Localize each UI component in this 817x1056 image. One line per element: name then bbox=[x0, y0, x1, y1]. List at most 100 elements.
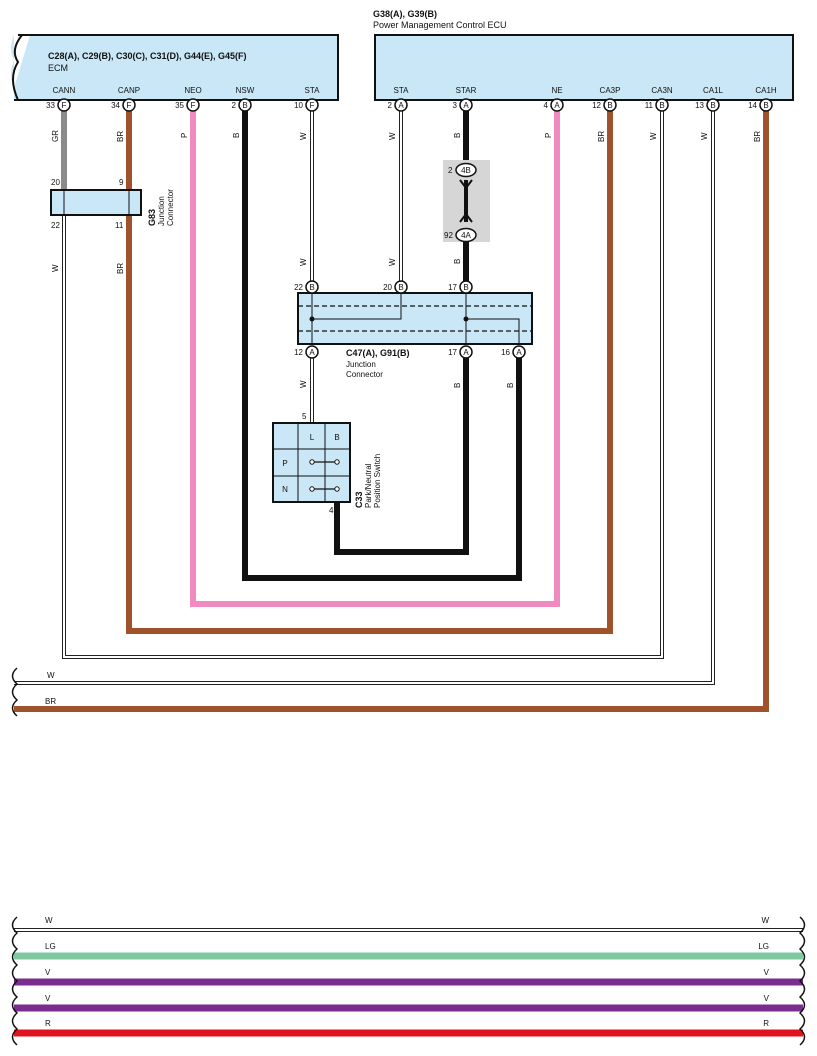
label-p-neo: P bbox=[180, 133, 189, 138]
bus-label-right: V bbox=[764, 994, 770, 1003]
c47-top-pin: 22 bbox=[294, 283, 303, 292]
pmecu-terminal-pin: 2 bbox=[388, 101, 393, 110]
c47-line1: Junction bbox=[346, 360, 376, 369]
wire-nsw-b bbox=[242, 110, 522, 581]
c47-bottom-pin: 12 bbox=[294, 348, 303, 357]
ecm-title: C28(A), C29(B), C30(C), C31(D), G44(E), … bbox=[48, 51, 247, 61]
inline-bottom-pin: 92 bbox=[444, 231, 453, 240]
pmecu-terminal-pin: 3 bbox=[453, 101, 458, 110]
bus-label-right: R bbox=[763, 1019, 769, 1028]
ecm-terminal-pin: 34 bbox=[111, 101, 120, 110]
c47-bottom-conn: A bbox=[516, 348, 522, 357]
c33-col-b: B bbox=[334, 433, 339, 442]
c33-line2: Position Switch bbox=[373, 454, 382, 508]
pmecu-terminal-label: STAR bbox=[456, 86, 477, 95]
ecm-terminal-label: CANN bbox=[53, 86, 76, 95]
label-gr: GR bbox=[51, 130, 60, 142]
c33-pin-top: 5 bbox=[302, 412, 307, 421]
bus-break-left bbox=[11, 916, 19, 1046]
label-b-nsw: B bbox=[232, 133, 241, 138]
label-b-c47-17: B bbox=[453, 259, 462, 264]
label-br-g83: BR bbox=[116, 263, 125, 274]
label-br-ca1h: BR bbox=[753, 131, 762, 142]
c33-line1: Park/Neutral bbox=[364, 463, 373, 508]
bus-label-right: LG bbox=[758, 942, 769, 951]
inline-top-conn: 4B bbox=[461, 166, 471, 175]
pmecu-terminal-conn: B bbox=[659, 101, 664, 110]
c33-switch: L B P N 5 4 C33 Park/Neutral Position Sw… bbox=[272, 412, 382, 515]
c47-bottom-conn: A bbox=[309, 348, 315, 357]
wire-c47-c33-b bbox=[334, 352, 469, 555]
ecm-box: C28(A), C29(B), C30(C), C31(D), G44(E), … bbox=[11, 34, 339, 101]
ecm-terminal-pin: 2 bbox=[232, 101, 237, 110]
ecm-terminal-pin: 35 bbox=[175, 101, 184, 110]
label-w-c47-12: W bbox=[299, 380, 308, 388]
pmecu-box: G38(A), G39(B) Power Management Control … bbox=[373, 9, 794, 101]
pmecu-terminal-conn: A bbox=[554, 101, 560, 110]
c47-top-conn: B bbox=[463, 283, 468, 292]
label-b-c47-17a: B bbox=[453, 383, 462, 388]
ecm-terminal-conn: B bbox=[242, 101, 247, 110]
c47-top-conn: B bbox=[398, 283, 403, 292]
ecm-terminal-pin: 33 bbox=[46, 101, 55, 110]
ecm-terminal-label: STA bbox=[305, 86, 321, 95]
pmecu-terminal-label: NE bbox=[551, 86, 562, 95]
ecm-terminal-conn: F bbox=[310, 101, 315, 110]
pmecu-terminal-pin: 13 bbox=[695, 101, 704, 110]
bus-label-left: W bbox=[45, 916, 53, 925]
bus-label-left: V bbox=[45, 994, 51, 1003]
pmecu-terminal-pin: 4 bbox=[544, 101, 549, 110]
g83-pin-tl: 20 bbox=[51, 178, 60, 187]
c47-top-conn: B bbox=[309, 283, 314, 292]
ecm-terminal-pin: 10 bbox=[294, 101, 303, 110]
g83-pin-bl: 22 bbox=[51, 221, 60, 230]
c47-line2: Connector bbox=[346, 370, 383, 379]
pmecu-terminal-label: CA3N bbox=[651, 86, 673, 95]
pmecu-name: Power Management Control ECU bbox=[373, 20, 507, 30]
pmecu-terminal-conn: B bbox=[763, 101, 768, 110]
wire-ca1h-br bbox=[14, 110, 769, 712]
label-br-canp: BR bbox=[116, 131, 125, 142]
label-p-ne: P bbox=[544, 133, 553, 138]
pmecu-terminal-pin: 11 bbox=[645, 101, 654, 110]
label-w-g83: W bbox=[51, 264, 60, 272]
ecm-name: ECM bbox=[48, 63, 68, 73]
label-w-c47-22: W bbox=[299, 258, 308, 266]
pmecu-terminal-label: CA1L bbox=[703, 86, 724, 95]
wire-breaks bbox=[11, 667, 19, 717]
bus-label-right: V bbox=[764, 968, 770, 977]
pmecu-terminal-conn: A bbox=[398, 101, 404, 110]
c33-row-p: P bbox=[282, 459, 287, 468]
label-w-long: W bbox=[47, 671, 55, 680]
pmecu-terminal-label: CA1H bbox=[755, 86, 777, 95]
pmecu-terminal-pin: 14 bbox=[748, 101, 757, 110]
label-w-c47-20: W bbox=[388, 258, 397, 266]
pmecu-terminal-conn: B bbox=[607, 101, 612, 110]
ecm-terminal-conn: F bbox=[127, 101, 132, 110]
c33-id: C33 bbox=[354, 491, 364, 508]
pmecu-terminal-conn: B bbox=[710, 101, 715, 110]
ecm-terminal-label: NSW bbox=[236, 86, 255, 95]
inline-top-pin: 2 bbox=[448, 166, 453, 175]
label-w-ca1l: W bbox=[700, 132, 709, 140]
wire-color-labels: GR BR P B W W B P BR W W BR W BR W W B W… bbox=[45, 130, 762, 706]
pmecu-terminal-conn: A bbox=[463, 101, 469, 110]
inline-bottom-conn: 4A bbox=[461, 231, 471, 240]
c47-bottom-conn: A bbox=[463, 348, 469, 357]
c47-id: C47(A), G91(B) bbox=[346, 348, 410, 358]
wire-canp-br bbox=[126, 110, 613, 634]
c47-connector: C47(A), G91(B) Junction Connector bbox=[297, 292, 533, 379]
g83-pin-br: 11 bbox=[115, 221, 124, 230]
wire-cann-w bbox=[62, 110, 664, 659]
bus-label-left: LG bbox=[45, 942, 56, 951]
bus-label-left: V bbox=[45, 968, 51, 977]
c33-pin-bottom: 4 bbox=[329, 506, 334, 515]
c47-top-pin: 17 bbox=[448, 283, 457, 292]
label-br-long: BR bbox=[45, 697, 56, 706]
c33-row-n: N bbox=[282, 485, 288, 494]
pmecu-terminal-label: CA3P bbox=[600, 86, 621, 95]
